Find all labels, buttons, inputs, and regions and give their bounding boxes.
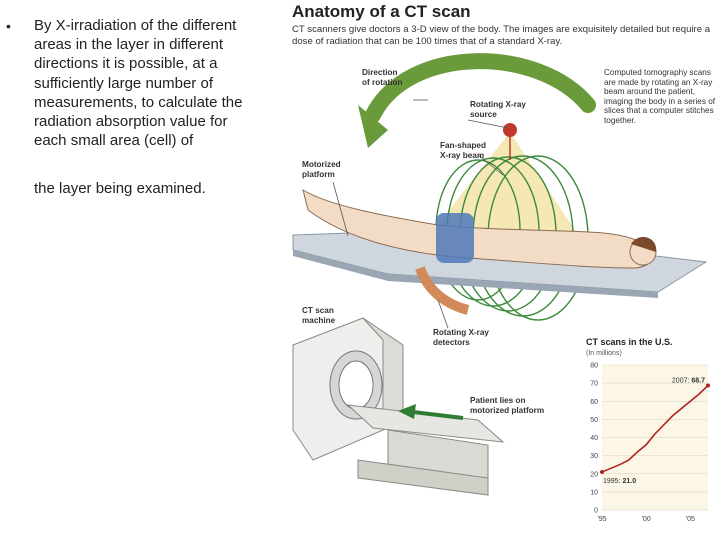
rotation-arrowhead-icon <box>358 105 388 148</box>
chart-annotation-year: 1995: <box>603 478 622 485</box>
chart-annotation-value: 21.0 <box>622 478 636 485</box>
chart-y-tick-label: 40 <box>590 435 598 442</box>
label-direction-of-rotation: Direction of rotation <box>362 68 403 87</box>
chart-y-tick-label: 30 <box>590 453 598 460</box>
bullet-marker: • <box>6 18 11 34</box>
chart-annotation: 2007: 68.7 <box>672 377 705 384</box>
label-ct-description: Computed tomography scans are made by ro… <box>604 68 716 125</box>
arrow-left-icon <box>398 404 416 419</box>
chart-y-tick-label: 20 <box>590 471 598 478</box>
figure-subtitle: CT scanners give doctors a 3-D view of t… <box>292 24 711 47</box>
chart-series-line <box>601 384 709 473</box>
body-paragraph: By X-irradiation of the different areas … <box>34 17 243 150</box>
label-motorized-platform: Motorized platform <box>302 160 341 179</box>
chart-y-tick-label: 70 <box>590 381 598 388</box>
ct-scan-infographic: Anatomy of a CT scan CT scanners give do… <box>288 0 720 540</box>
chart-y-tick-label: 60 <box>590 399 598 406</box>
chart-title: CT scans in the U.S. <box>586 337 673 347</box>
chart-y-tick-label: 10 <box>590 489 598 496</box>
chart-y-tick-label: 0 <box>594 508 598 515</box>
label-patient-platform: Patient lies on motorized platform <box>470 396 545 415</box>
chart-annotation-year: 2007: <box>672 377 691 384</box>
ct-scans-chart: CT scans in the U.S. (In millions) 0 10 20… <box>586 337 710 523</box>
xray-source-icon <box>503 123 517 137</box>
chart-x-tick-label: '95 <box>597 516 606 523</box>
chart-y-tick-label: 80 <box>590 363 598 370</box>
label-fan-beam: Fan-shaped X-ray beam <box>440 141 486 160</box>
illustration <box>292 53 708 496</box>
chart-data-point <box>600 469 604 474</box>
chart-y-tick-label: 50 <box>590 417 598 424</box>
chart-annotation: 1995: 21.0 <box>603 478 636 485</box>
figure-title: Anatomy of a CT scan <box>292 2 471 21</box>
chart-x-tick-label: '00 <box>642 516 651 523</box>
label-rotating-source: Rotating X-ray source <box>470 100 526 119</box>
body-paragraph-last-line: the layer being examined. <box>34 180 206 197</box>
label-ct-scan-machine: CT scan machine <box>302 306 336 325</box>
chart-ylabel: (In millions) <box>586 350 622 357</box>
detector-arc <box>415 266 470 315</box>
label-rotating-detectors: Rotating X-ray detectors <box>433 328 489 347</box>
chart-data-point <box>706 383 710 388</box>
ct-machine-illustration <box>292 317 505 496</box>
chart-x-tick-label: '05 <box>686 516 695 523</box>
rotation-arrow-icon <box>365 53 596 123</box>
chart-annotation-value: 68.7 <box>691 377 705 384</box>
scan-slice-band <box>436 213 474 263</box>
